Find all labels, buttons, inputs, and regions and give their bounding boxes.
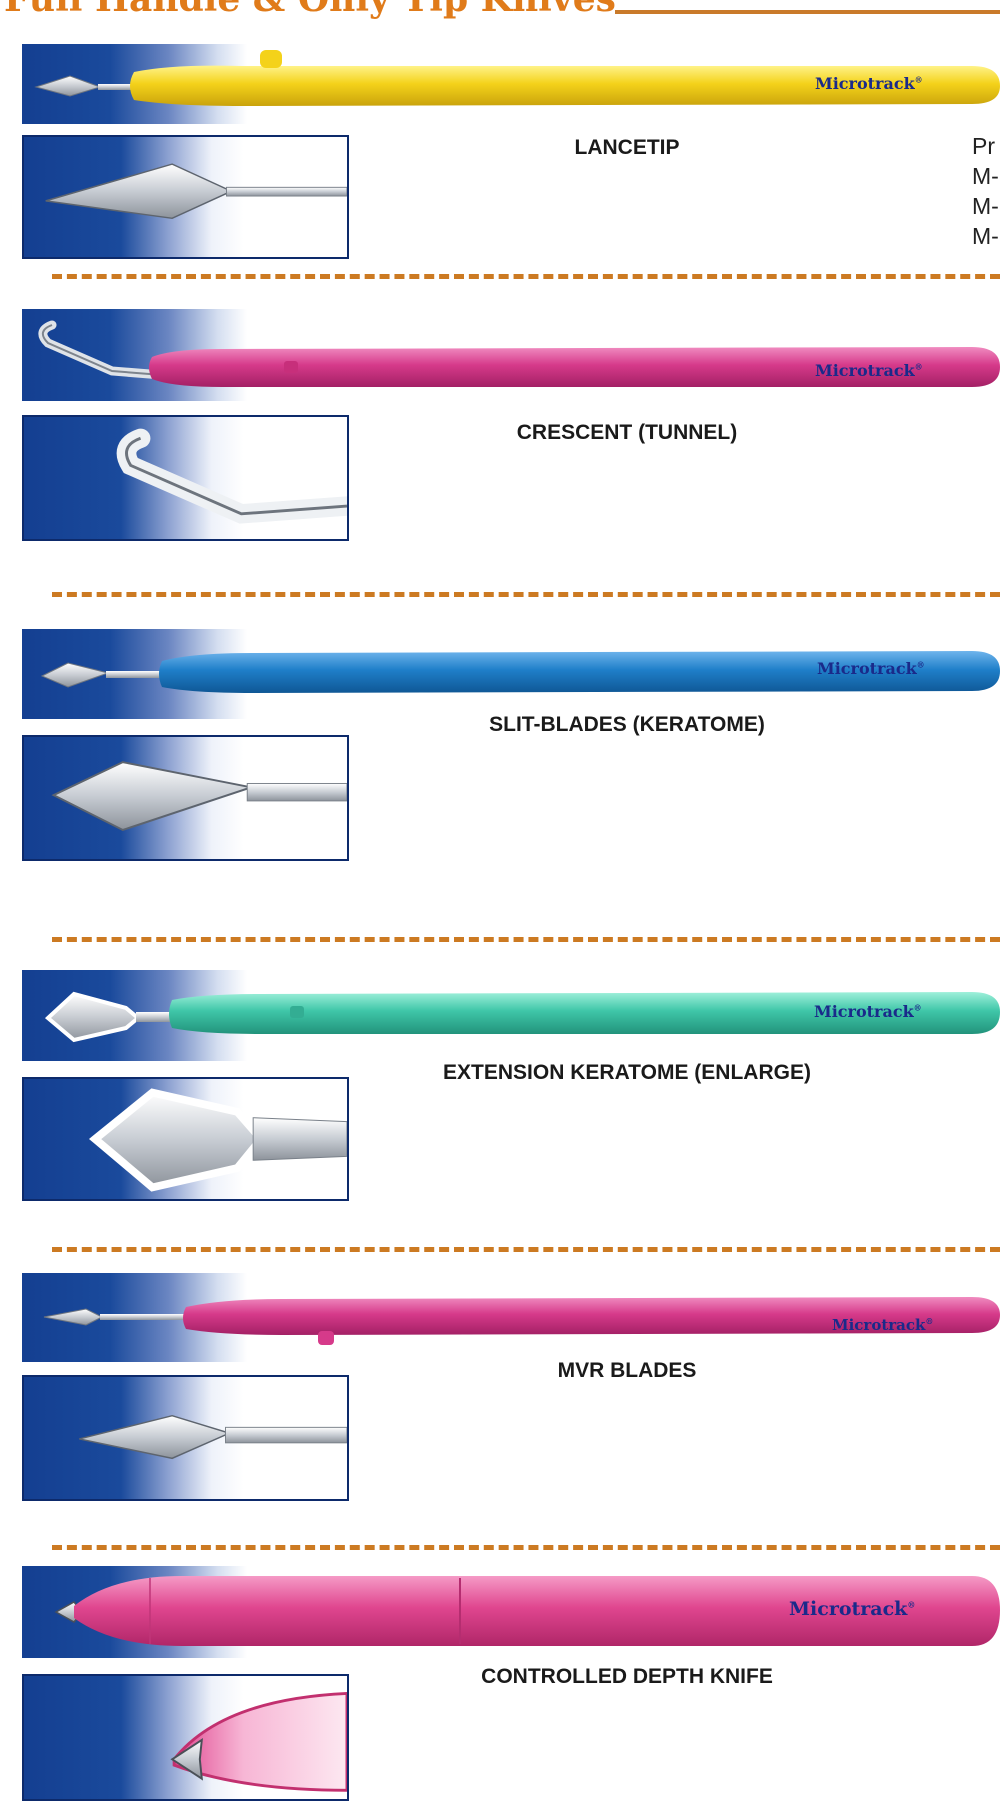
blade-closeup-slit-blades [22, 735, 349, 861]
product-code-line: M- [972, 163, 999, 189]
header-rule [615, 10, 1000, 14]
blade-closeup-crescent [22, 415, 349, 541]
section-divider [52, 1247, 1000, 1252]
product-banner-mvr-blades: Microtrack® [22, 1273, 1000, 1362]
product-name: CONTROLLED DEPTH KNIFE [481, 1665, 773, 1688]
product-banner-crescent: Microtrack® [22, 309, 1000, 401]
blade-closeup-extension-keratome [22, 1077, 349, 1201]
product-name: CRESCENT (TUNNEL) [516, 421, 738, 444]
product-banner-extension-keratome: Microtrack® [22, 970, 1000, 1061]
extension-keratome-blade-closeup [88, 1088, 347, 1192]
page-title: Full Handle & Only Tip Knives [4, 0, 616, 20]
product-banner-slit-blades: Microtrack® [22, 629, 1000, 719]
brand-logo: Microtrack® [814, 1002, 922, 1021]
crescent-knife-illustration [38, 320, 1000, 387]
brand-logo: Microtrack® [832, 1316, 934, 1334]
blade-closeup-controlled-depth-knife [22, 1674, 349, 1801]
product-banner-controlled-depth-knife: Microtrack® [22, 1566, 1000, 1658]
brand-logo: Microtrack® [789, 1598, 916, 1620]
product-codes-heading: Pr [972, 133, 995, 159]
product-code-line: M- [972, 223, 999, 249]
blade-closeup-lancetip [22, 135, 349, 259]
product-codes: Pr M- M- M- [972, 131, 999, 251]
product-name: LANCETIP [574, 136, 680, 159]
crescent-blade-closeup [116, 428, 347, 524]
extension-keratome-knife-illustration [44, 991, 1000, 1043]
product-name: EXTENSION KERATOME (ENLARGE) [443, 1061, 811, 1084]
slit-blade-knife-illustration [40, 651, 1000, 693]
product-banner-lancetip: Microtrack® [22, 44, 1000, 124]
page-header: Full Handle & Only Tip Knives [0, 0, 1000, 20]
section-divider [52, 937, 1000, 942]
mvr-blade-closeup [79, 1414, 347, 1460]
product-name: SLIT-BLADES (KERATOME) [489, 713, 765, 736]
mvr-blade-knife-illustration [43, 1297, 1000, 1345]
lancetip-knife-illustration [34, 50, 1000, 106]
brand-logo: Microtrack® [815, 361, 923, 380]
blade-closeup-mvr-blades [22, 1375, 349, 1501]
brand-logo: Microtrack® [815, 74, 923, 93]
controlled-depth-knife-illustration [54, 1576, 1000, 1646]
brand-logo: Microtrack® [817, 659, 925, 678]
controlled-depth-blade-closeup [170, 1691, 347, 1792]
section-divider [52, 274, 1000, 279]
product-name: MVR BLADES [557, 1359, 697, 1382]
slit-blade-closeup [51, 761, 347, 832]
section-divider [52, 1545, 1000, 1550]
product-code-line: M- [972, 193, 999, 219]
lancetip-blade-closeup [45, 163, 347, 220]
section-divider [52, 592, 1000, 597]
